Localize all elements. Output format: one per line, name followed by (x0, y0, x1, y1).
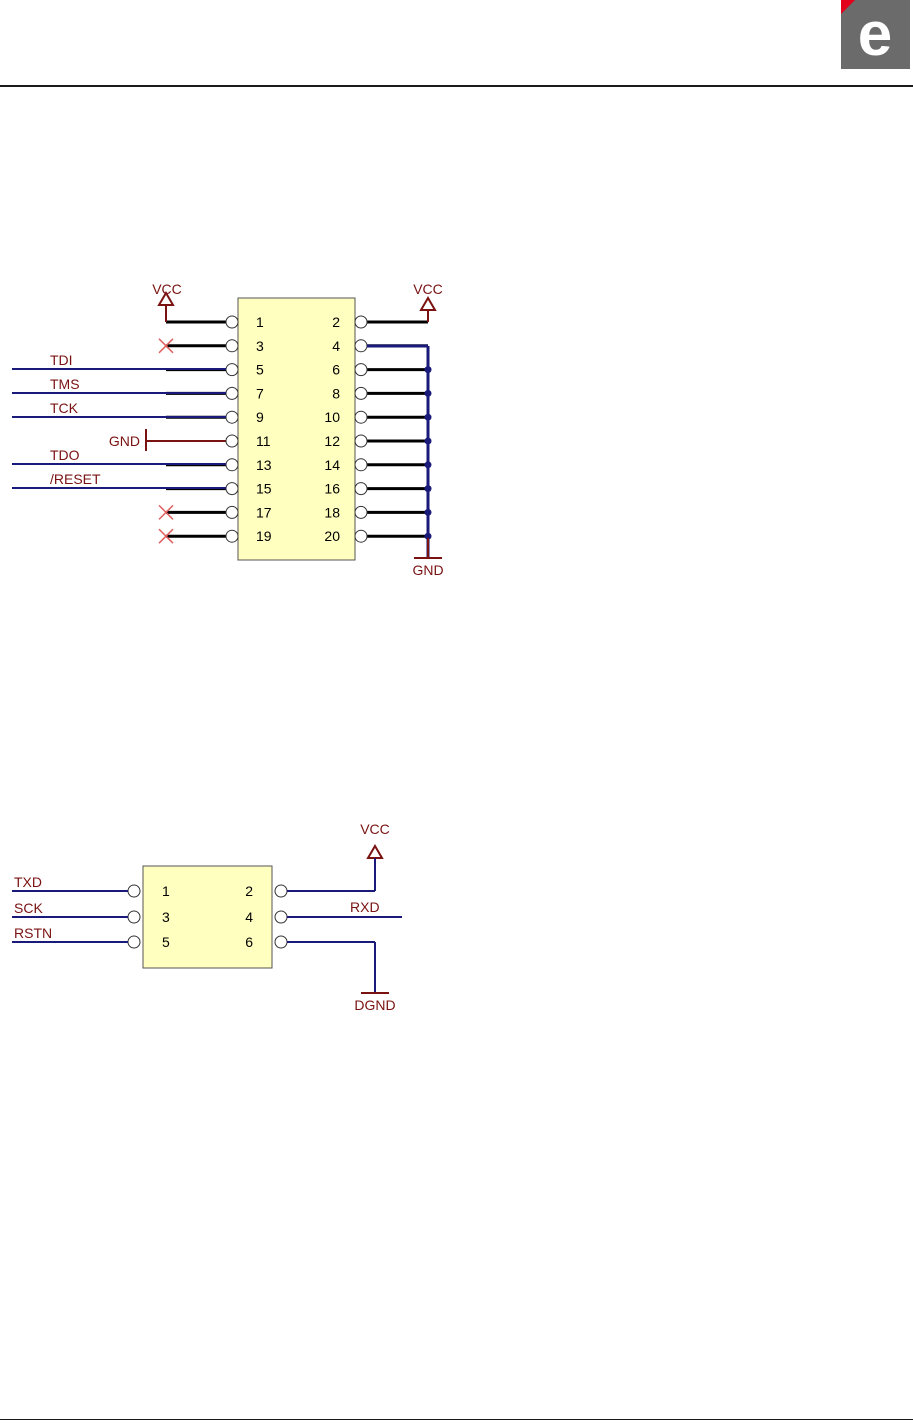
isp-pin-circle (275, 911, 287, 923)
jtag-pin-number: 20 (324, 528, 340, 544)
tck-label: TCK (50, 400, 79, 416)
isp-pin-number: 4 (245, 909, 253, 925)
jtag-pin-circle (226, 435, 238, 447)
gnd-bottom-label: GND (412, 562, 443, 578)
jtag-pin-number: 5 (256, 362, 264, 378)
isp-pin-number: 5 (162, 934, 170, 950)
isp-connector: 1 3 5 2 4 6 VCC RXD DGND TXD SCK RSTN (12, 821, 402, 1013)
vcc-right-symbol (421, 298, 435, 310)
isp-pin-circle (275, 936, 287, 948)
jtag-pin-circle (355, 435, 367, 447)
jtag-pin-circle (226, 483, 238, 495)
tdo-label: TDO (50, 447, 80, 463)
jtag-pin-number: 18 (324, 504, 340, 520)
jtag-pin-circle (226, 316, 238, 328)
jtag-pin-circle (355, 387, 367, 399)
isp-pin-number: 3 (162, 909, 170, 925)
jtag-pin-circle (226, 411, 238, 423)
jtag-pin-number: 8 (332, 385, 340, 401)
jtag-pin-number: 17 (256, 504, 272, 520)
jtag-pin-circle (355, 483, 367, 495)
jtag-pin-circle (355, 411, 367, 423)
jtag-pin-number: 1 (256, 314, 264, 330)
isp-pin-circle (128, 885, 140, 897)
jtag-pin-circle (355, 316, 367, 328)
jtag-pin-number: 3 (256, 338, 264, 354)
jtag-pin-circle (226, 459, 238, 471)
jtag-pin-number: 7 (256, 385, 264, 401)
reset-label: /RESET (50, 471, 101, 487)
jtag-pin-circle (355, 506, 367, 518)
isp-pin-circle (275, 885, 287, 897)
dgnd-label: DGND (354, 997, 395, 1013)
jtag-pin-number: 9 (256, 409, 264, 425)
jtag-pin-number: 2 (332, 314, 340, 330)
jtag-pin-circle (226, 530, 238, 542)
vcc-right-label: VCC (413, 281, 443, 297)
jtag-pin-circle (355, 364, 367, 376)
jtag-pin-number: 14 (324, 457, 340, 473)
jtag-pin-number: 13 (256, 457, 272, 473)
isp-vcc-symbol (368, 846, 382, 858)
jtag-pin-circle (355, 459, 367, 471)
tdi-label: TDI (50, 352, 73, 368)
txd-label: TXD (14, 874, 42, 890)
isp-pin-number: 2 (245, 883, 253, 899)
jtag-pin-circle (355, 530, 367, 542)
jtag-pin-number: 6 (332, 362, 340, 378)
jtag-pin-number: 15 (256, 481, 272, 497)
isp-pin-number: 6 (245, 934, 253, 950)
isp-pin-circle (128, 936, 140, 948)
gnd-left-label: GND (109, 433, 140, 449)
tms-label: TMS (50, 376, 80, 392)
vcc-left-label: VCC (152, 281, 182, 297)
jtag-pin-number: 11 (256, 433, 271, 449)
jtag-pin-number: 19 (256, 528, 272, 544)
jtag-pin-number: 4 (332, 338, 340, 354)
isp-pin-number: 1 (162, 883, 170, 899)
jtag-pin-circle (226, 506, 238, 518)
jtag-pin-circle (226, 364, 238, 376)
isp-pin-circle (128, 911, 140, 923)
jtag-pin-number: 10 (324, 409, 340, 425)
jtag-pin-circle (226, 387, 238, 399)
jtag-pin-circle (226, 340, 238, 352)
jtag-pin-circle (355, 340, 367, 352)
rxd-label: RXD (350, 899, 380, 915)
sck-label: SCK (14, 900, 43, 916)
jtag-pin-number: 12 (324, 433, 340, 449)
jtag-pin-number: 16 (324, 481, 340, 497)
rstn-label: RSTN (14, 925, 52, 941)
isp-vcc-label: VCC (360, 821, 390, 837)
